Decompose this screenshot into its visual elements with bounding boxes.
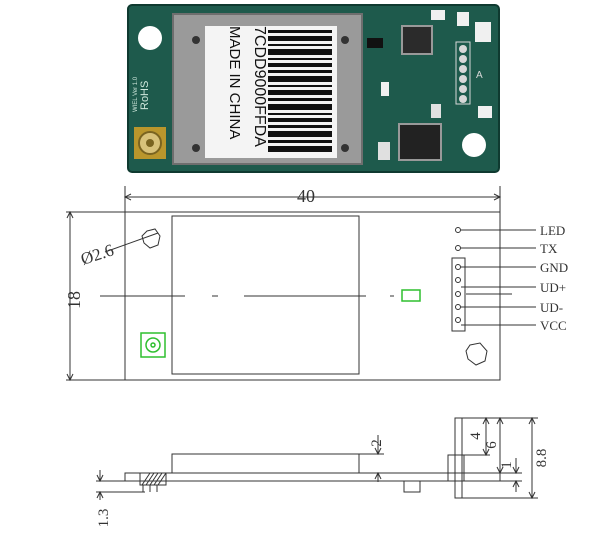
dim-hole: Ø2.6 bbox=[78, 240, 116, 268]
label-serial: 7CDD9000FFDA bbox=[251, 26, 268, 147]
side-header-body bbox=[447, 454, 465, 482]
mounting-hole-right-outline bbox=[465, 342, 488, 366]
dim-pin-mid: 6 bbox=[484, 441, 500, 449]
pin-label-gnd: GND bbox=[540, 260, 568, 275]
dim-total-height: 8.8 bbox=[534, 449, 550, 468]
pin-label-udminus: UD- bbox=[540, 300, 563, 315]
pin-label-udplus: UD+ bbox=[540, 280, 566, 295]
side-antenna-connector bbox=[139, 472, 167, 486]
silk-version: WIEL Ver 1.0 bbox=[133, 76, 139, 112]
mounting-hole-outline bbox=[141, 228, 161, 249]
dim-bottom-height: 1.3 bbox=[96, 509, 112, 528]
antenna-connector-photo bbox=[134, 127, 166, 159]
label-made-in: MADE IN CHINA bbox=[226, 26, 243, 139]
mounting-hole-left bbox=[138, 26, 162, 50]
silk-rohs: RoHS bbox=[139, 81, 151, 110]
side-pcb bbox=[124, 472, 501, 482]
dim-pcb-thickness: 1 bbox=[499, 461, 515, 469]
crystal-photo bbox=[401, 25, 433, 55]
dim-width: 40 bbox=[297, 186, 315, 206]
module-photo: RoHS WIEL Ver 1.0 bbox=[127, 4, 500, 173]
pin-label-vcc: VCC bbox=[540, 318, 567, 333]
antenna-connector-outline bbox=[140, 332, 166, 358]
side-shield bbox=[171, 453, 360, 474]
silk-a: A bbox=[476, 70, 483, 81]
header-holes-photo bbox=[455, 41, 471, 105]
ic-photo bbox=[398, 123, 442, 161]
dim-height: 18 bbox=[64, 291, 84, 309]
pin-label-tx: TX bbox=[540, 241, 558, 256]
dim-pin-top: 4 bbox=[468, 432, 484, 440]
header-outline bbox=[451, 257, 466, 332]
dim-shield-height: 2 bbox=[369, 439, 385, 447]
barcode bbox=[268, 30, 332, 152]
pin-label-led: LED bbox=[540, 223, 565, 238]
top-view bbox=[66, 186, 536, 382]
mounting-hole-right bbox=[462, 133, 486, 157]
led-marker bbox=[401, 289, 421, 302]
side-view bbox=[96, 416, 538, 500]
side-header-pin bbox=[454, 417, 463, 499]
shield-outline bbox=[171, 215, 360, 375]
